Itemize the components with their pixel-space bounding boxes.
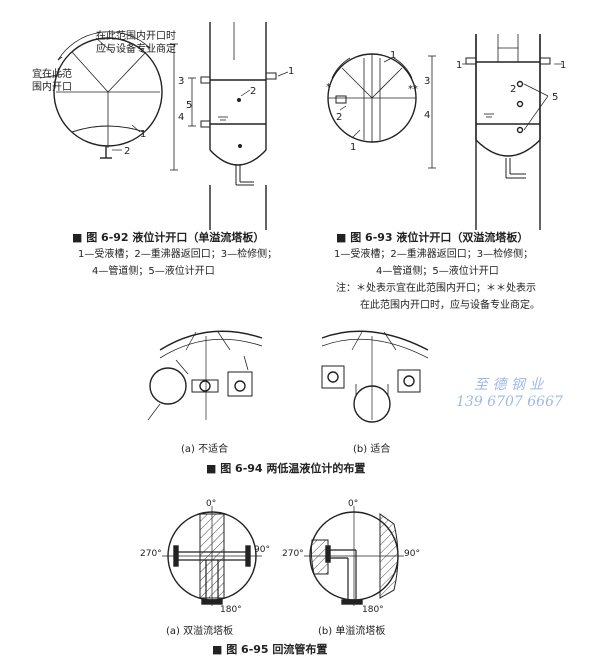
fig92-callout-5: 5 [186,100,192,111]
fig92-legend-line2: 4—管道侧；5—液位计开口 [92,266,215,277]
fig93-callout-elev-2: 2 [510,84,516,95]
fig93-callout-1: 1 [350,142,356,153]
fig93-callout-2: 2 [336,112,342,123]
fig92-callout-2: 2 [124,146,130,157]
fig95-label-a: (a) 双溢流塔板 [166,626,234,637]
fig95-a-deg-90: 90° [254,545,270,555]
fig93-star-mark: * [326,82,331,93]
fig92-note-top-line1: 在此范围内开口时 [96,31,176,42]
fig92-legend-line1: 1—受液槽；2—重沸器返回口；3—检修侧； [78,249,278,260]
fig95-a-deg-180: 180° [220,605,242,615]
fig95-b-deg-180: 180° [362,605,384,615]
fig94-label-a: (a) 不适合 [181,444,229,455]
fig93-callout-1b: 1 [390,50,396,61]
fig92-callout-4: 4 [178,112,184,123]
fig94-title: ■ 图 6-94 两低温液位计的布置 [206,462,366,475]
watermark-phone: 139 6707 6667 [456,394,563,410]
fig95-a-deg-0: 0° [206,499,216,509]
fig93-plan-view [327,53,417,143]
fig92-callout-1: 1 [140,129,146,140]
fig92-plan-view [39,31,163,159]
fig93-legend-line2: 4—管道侧；5—液位计开口 [376,266,499,277]
fig92-callout-elev-2: 2 [250,86,256,97]
fig93-callout-5: 5 [552,92,558,103]
fig92-callout-elev-1: 1 [288,66,294,77]
fig92-note-left-line2: 围内开口 [32,82,72,93]
fig93-elevation-view [428,34,562,230]
fig93-callout-4: 4 [424,110,430,121]
fig93-callout-elev-1: 1 [560,60,566,71]
fig95-label-b: (b) 单溢流塔板 [318,626,386,637]
fig95-title: ■ 图 6-95 回流管布置 [212,643,328,656]
fig93-title: ■ 图 6-93 液位计开口（双溢流塔板） [336,231,529,244]
fig94-b-suitable [321,330,429,423]
fig95-b-deg-0: 0° [348,499,358,509]
fig93-callout-elev-1b: 1 [456,60,462,71]
fig95-b-deg-90: 90° [404,549,420,559]
fig95-a-double-pass [162,506,262,606]
fig93-callout-3: 3 [424,76,430,87]
fig93-note-line1: 注：＊处表示宜在此范围内开口；＊＊处表示 [336,283,536,294]
fig92-callout-3: 3 [178,76,184,87]
fig93-legend-line1: 1—受液槽；2—重沸器返回口；3—检修侧； [334,249,534,260]
fig95-b-single-pass [304,506,404,606]
fig95-a-deg-270: 270° [140,549,162,559]
fig94-a-unsuitable [147,330,263,421]
watermark-company: 至 德 钢 业 [474,377,544,393]
fig93-note-line2: 在此范围内开口时，应与设备专业商定。 [360,300,540,311]
fig93-double-star-mark: ** [408,84,418,95]
fig92-note-top-line2: 应与设备专业商定 [96,44,176,55]
fig95-b-deg-270: 270° [282,549,304,559]
fig94-label-b: (b) 适合 [353,444,391,455]
fig92-elevation-view [170,22,289,230]
fig92-title: ■ 图 6-92 液位计开口（单溢流塔板） [72,231,265,244]
fig92-note-left-line1: 宜在此范 [32,69,72,80]
